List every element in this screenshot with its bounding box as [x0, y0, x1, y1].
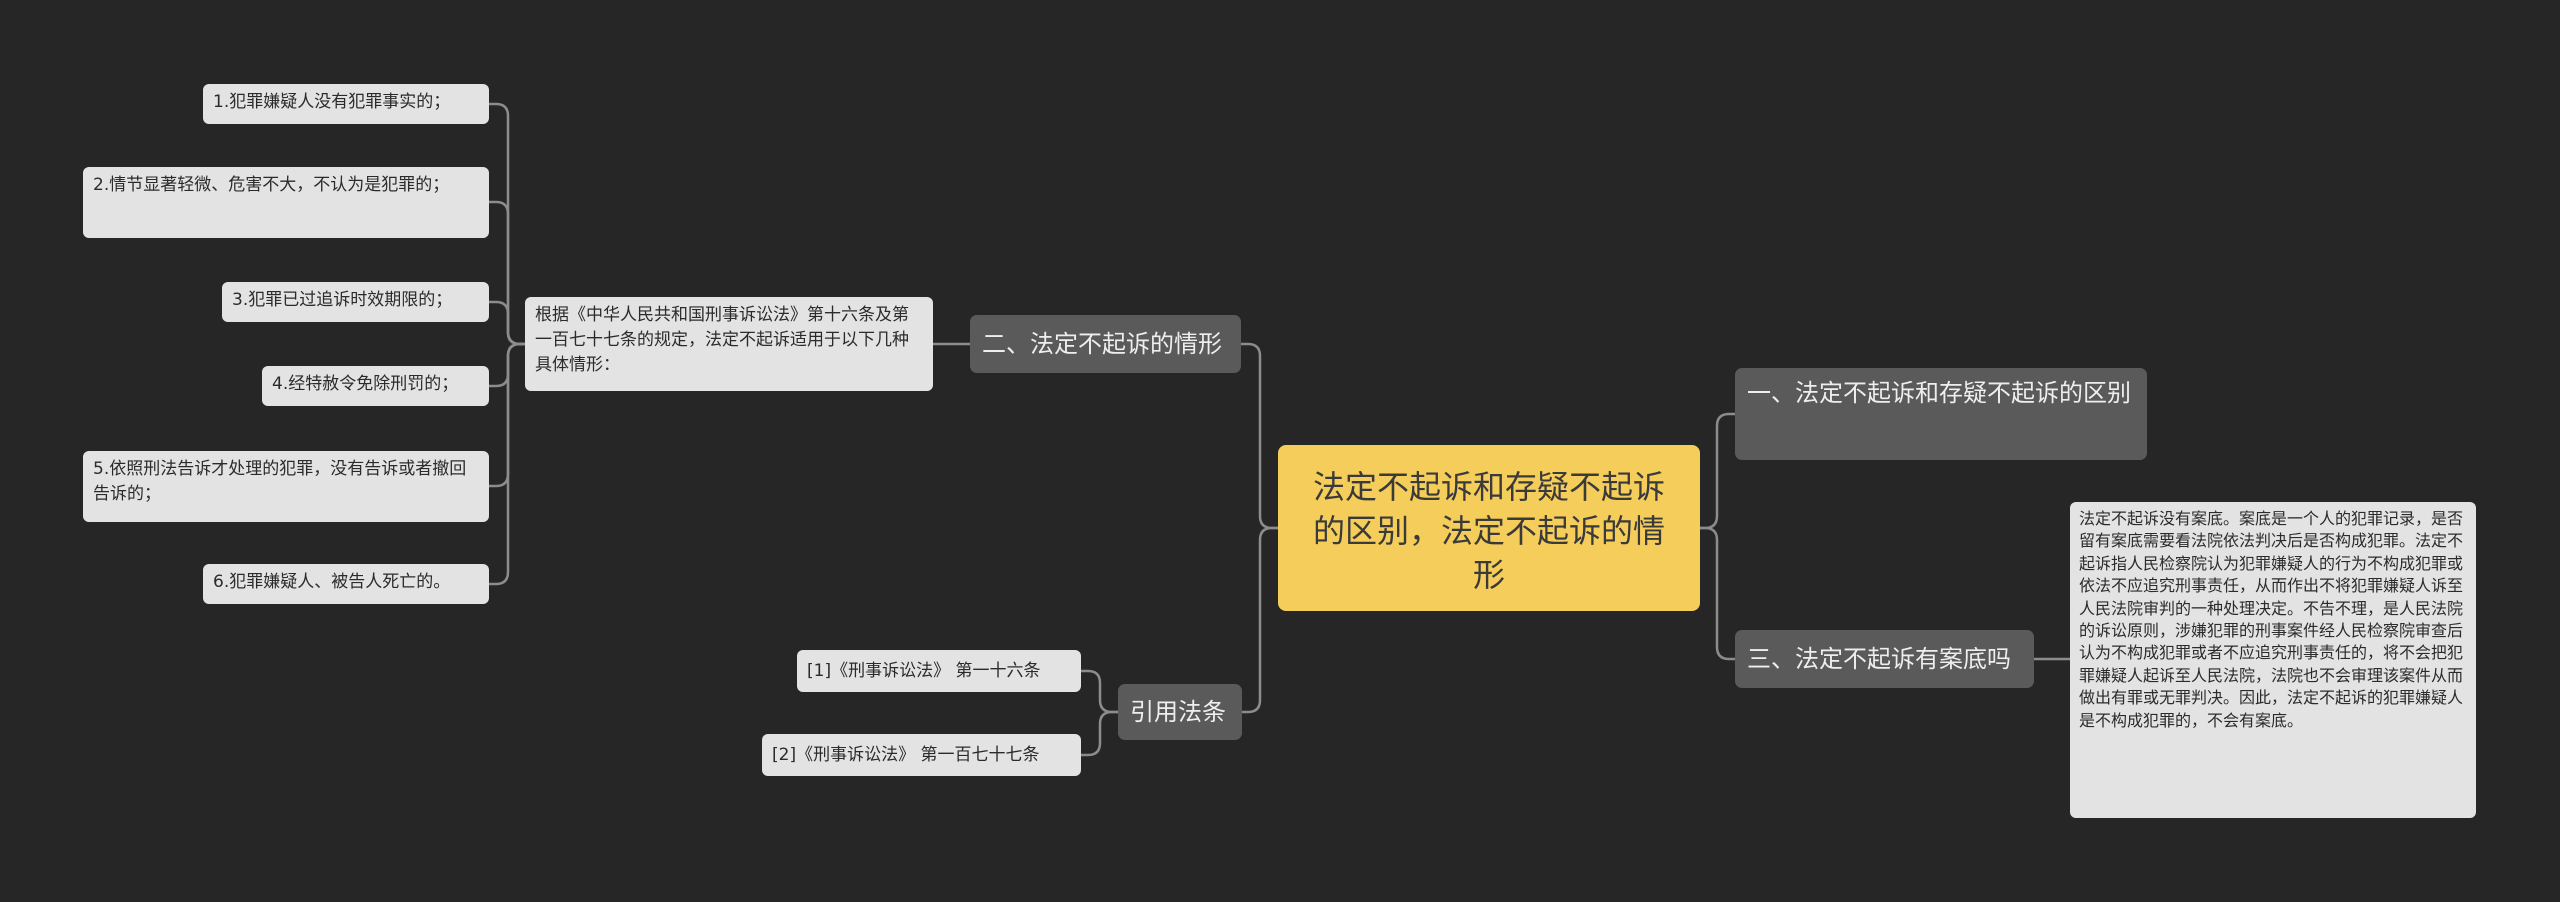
- connector-citation-2: [1081, 710, 1118, 757]
- connector-citation-1: [1081, 669, 1118, 714]
- connector-situation-item-3: [489, 300, 525, 346]
- situation-item-5[interactable]: 5.依照刑法告诉才处理的犯罪，没有告诉或者撤回告诉的；: [83, 451, 489, 522]
- branch-difference[interactable]: 一、法定不起诉和存疑不起诉的区别: [1735, 368, 2147, 460]
- connector-situation-item-6: [489, 342, 525, 586]
- situation-item-4[interactable]: 4.经特赦令免除刑罚的；: [262, 366, 489, 406]
- situation-item-2[interactable]: 2.情节显著轻微、危害不大，不认为是犯罪的；: [83, 167, 489, 238]
- connector-central-difference: [1700, 412, 1735, 530]
- branch-situations[interactable]: 二、法定不起诉的情形: [970, 315, 1241, 373]
- branch-record[interactable]: 三、法定不起诉有案底吗: [1735, 630, 2034, 688]
- citation-item-1[interactable]: [1]《刑事诉讼法》 第一十六条: [797, 650, 1081, 692]
- situation-item-1[interactable]: 1.犯罪嫌疑人没有犯罪事实的；: [203, 84, 489, 124]
- connector-central-record: [1700, 526, 1735, 661]
- connector-central-citations: [1242, 526, 1278, 714]
- branch-citations[interactable]: 引用法条: [1118, 684, 1242, 740]
- record-detail-note[interactable]: 法定不起诉没有案底。案底是一个人的犯罪记录，是否留有案底需要看法院依法判决后是否…: [2070, 502, 2476, 818]
- connector-central-situations: [1241, 342, 1278, 530]
- situations-intro-note[interactable]: 根据《中华人民共和国刑事诉讼法》第十六条及第一百七十七条的规定，法定不起诉适用于…: [525, 297, 933, 391]
- citation-item-2[interactable]: [2]《刑事诉讼法》 第一百七十七条: [762, 734, 1081, 776]
- situation-item-6[interactable]: 6.犯罪嫌疑人、被告人死亡的。: [203, 564, 489, 604]
- central-topic[interactable]: 法定不起诉和存疑不起诉的区别，法定不起诉的情形: [1278, 445, 1700, 611]
- situation-item-3[interactable]: 3.犯罪已过追诉时效期限的；: [222, 282, 489, 322]
